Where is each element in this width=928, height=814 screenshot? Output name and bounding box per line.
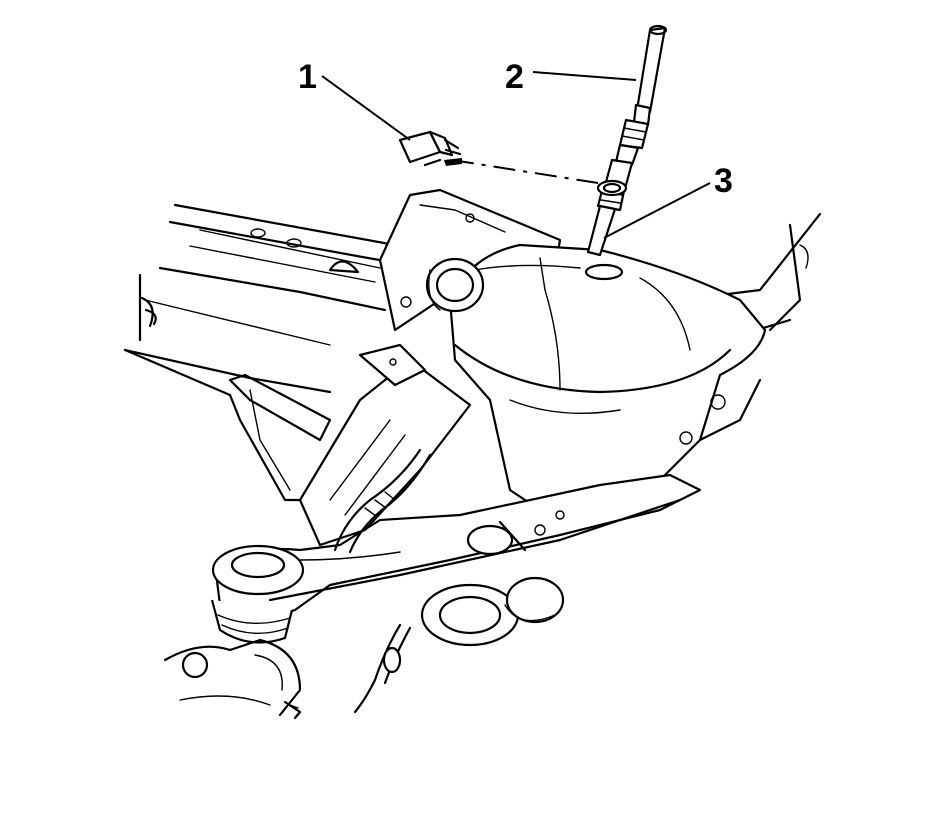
strut-housing: [448, 243, 767, 512]
bushing-upper: [425, 257, 485, 313]
callout-1: 1: [298, 58, 317, 96]
leader-line-2: [532, 71, 637, 81]
inner-arm: [228, 358, 472, 547]
knuckle-lower: [163, 638, 302, 717]
sensor-rod: [586, 24, 668, 257]
wiring-harness: [333, 448, 432, 714]
retainer-clip: [596, 179, 628, 197]
sensor-bracket: [358, 343, 427, 387]
bushing-lower: [420, 524, 565, 647]
assembly-line: [451, 159, 599, 184]
callout-3: 3: [714, 162, 733, 200]
ball-joint: [210, 544, 305, 644]
frame-rail: [123, 203, 422, 422]
callout-2: 2: [505, 58, 524, 96]
bolt-lower: [283, 700, 302, 720]
leader-line-3: [603, 182, 711, 239]
leader-line-1: [321, 75, 411, 141]
